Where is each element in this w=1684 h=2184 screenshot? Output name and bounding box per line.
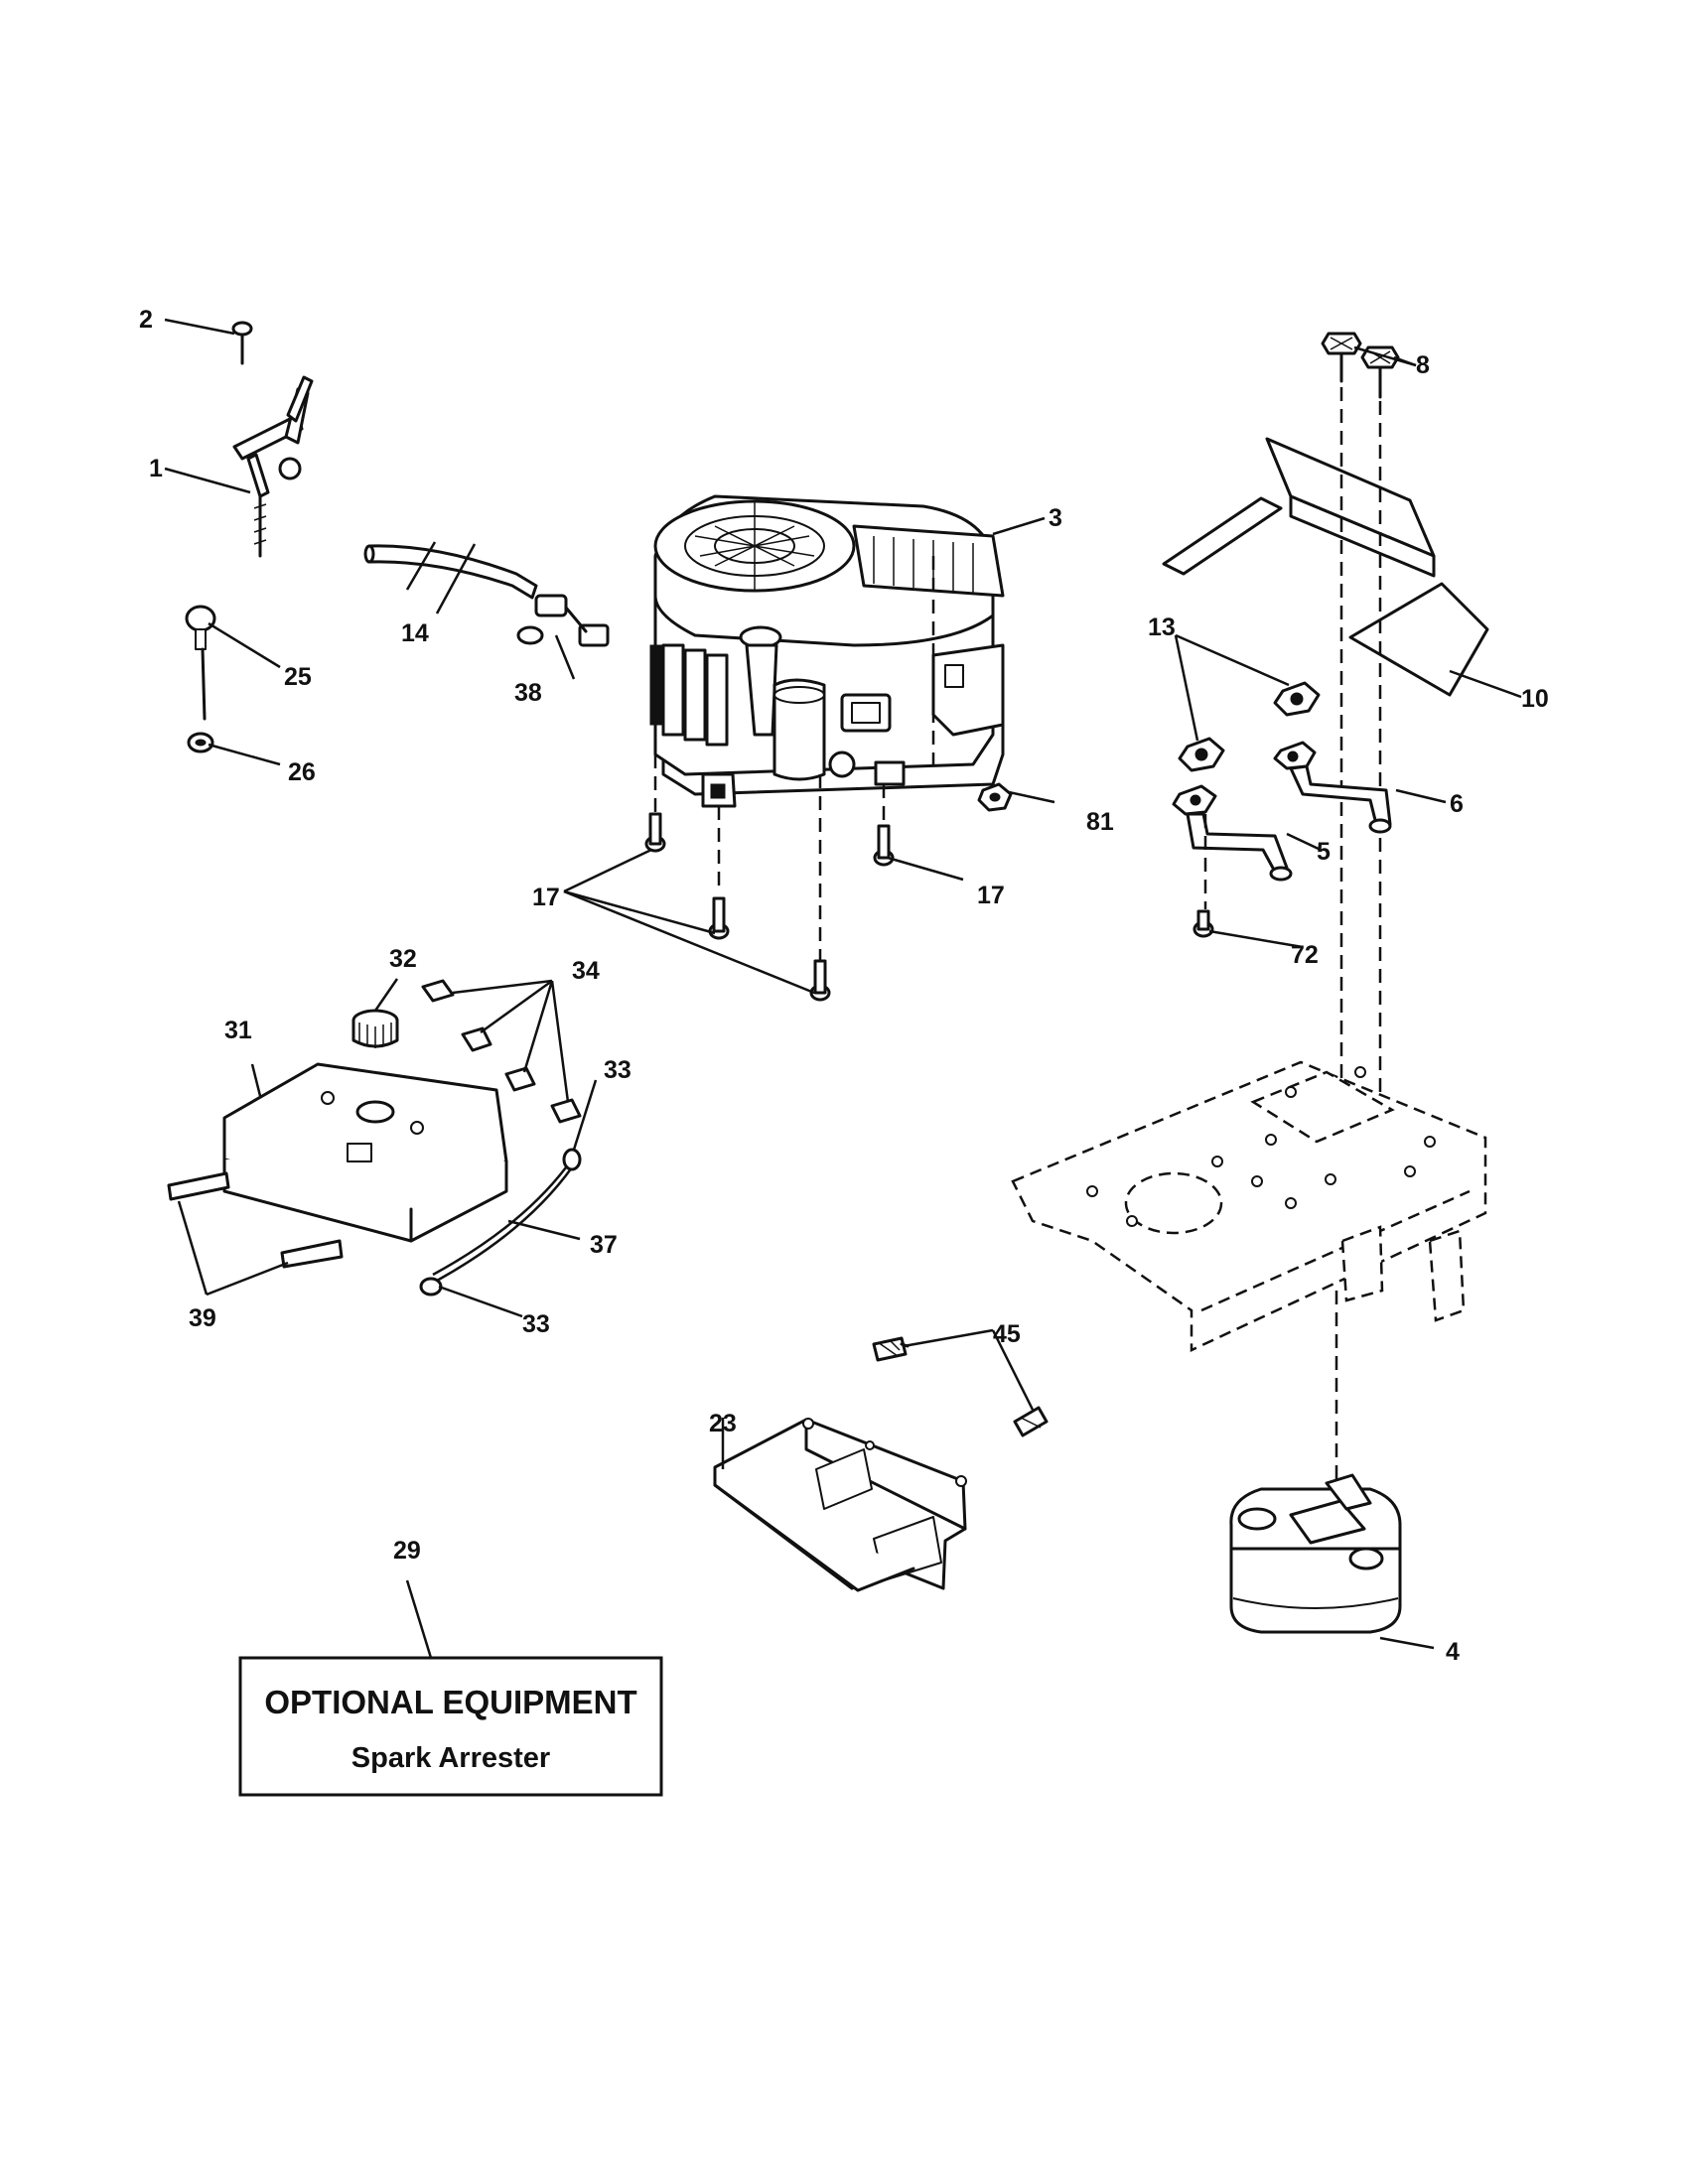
part-17-bolts [644,812,895,1002]
callout-33-top: 33 [604,1056,632,1084]
callout-23: 23 [709,1410,737,1437]
callout-14: 14 [401,619,429,647]
bolt-17c [809,959,831,1002]
part-34-blocks [421,979,582,1124]
part-72-bolt [1193,909,1214,938]
part-2-screw [231,321,253,365]
callout-8: 8 [1416,351,1430,379]
callout-2: 2 [139,306,153,334]
callout-32: 32 [389,945,417,973]
part-10-heat-shield [1162,437,1489,697]
optional-equipment-box: OPTIONAL EQUIPMENT Spark Arrester [238,1656,663,1797]
callout-37: 37 [590,1231,618,1259]
part-5-exhaust-pipe [1172,784,1293,909]
part-23-bracket [713,1418,967,1592]
callout-17-right: 17 [977,882,1005,909]
callout-5: 5 [1317,838,1331,866]
callout-31: 31 [224,1017,252,1044]
part-32-cap [351,1009,399,1048]
optional-equipment-subtitle: Spark Arrester [351,1742,550,1774]
bolt-17d [873,824,895,867]
callout-17-left: 17 [532,884,560,911]
callout-3: 3 [1049,504,1062,532]
part-14-fuel-line [363,544,538,600]
part-8-bolts [1321,332,1400,399]
part-1-throttle-control [232,375,314,558]
callout-39: 39 [189,1304,216,1332]
part-3-engine [649,494,1005,973]
callout-labels: 2 1 14 38 3 8 10 13 6 5 72 25 26 81 17 1… [139,306,1549,1666]
part-25-pin [185,605,216,721]
part-81-nut [977,782,1013,812]
callout-25: 25 [284,663,312,691]
leader-29 [405,1579,433,1659]
part-38-fuel-clamp [516,594,610,647]
callout-10: 10 [1521,685,1549,713]
optional-equipment-title: OPTIONAL EQUIPMENT [264,1684,636,1720]
part-39-pads [167,1171,344,1269]
part-33-clamps [419,1148,582,1297]
part-31-cover [222,1062,508,1243]
callout-34: 34 [572,957,600,985]
callout-13: 13 [1148,614,1176,641]
callout-4: 4 [1446,1638,1460,1666]
callout-72: 72 [1291,941,1319,969]
callout-1: 1 [149,455,163,482]
part-6-exhaust-pipe [1273,741,1392,834]
part-4-muffler [1229,1473,1402,1634]
callout-26: 26 [288,758,316,786]
leader-lines [164,318,1522,1650]
callout-33-bottom: 33 [522,1310,550,1338]
bolt-17a [644,812,666,853]
callout-38: 38 [514,679,542,707]
callout-29: 29 [393,1537,421,1565]
callout-45: 45 [993,1320,1021,1348]
part-26-washer [187,732,214,753]
callout-6: 6 [1450,790,1464,818]
part-37-hose [432,1166,574,1283]
chassis-frame [1011,1060,1487,1509]
callout-81: 81 [1086,808,1114,836]
part-13-gaskets [1178,681,1321,772]
